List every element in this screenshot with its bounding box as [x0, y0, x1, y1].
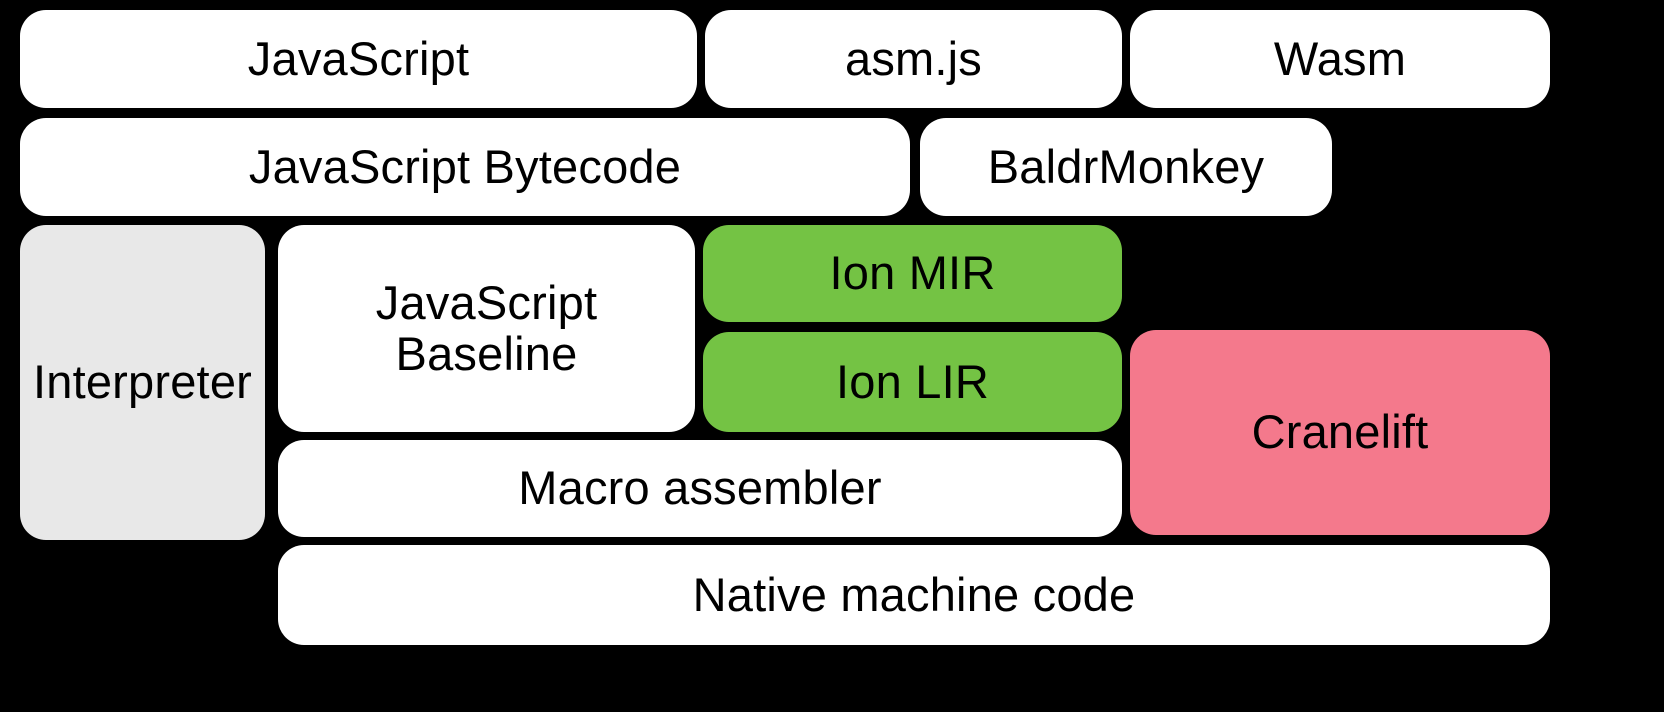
node-native-machine-code: Native machine code [278, 545, 1550, 645]
node-asmjs: asm.js [705, 10, 1122, 108]
node-wasm: Wasm [1130, 10, 1550, 108]
node-baldrmonkey: BaldrMonkey [920, 118, 1332, 216]
node-macro-assembler: Macro assembler [278, 440, 1122, 537]
node-javascript-baseline: JavaScript Baseline [278, 225, 695, 432]
node-javascript: JavaScript [20, 10, 697, 108]
node-interpreter: Interpreter [20, 225, 265, 540]
node-javascript-bytecode: JavaScript Bytecode [20, 118, 910, 216]
node-ion-mir: Ion MIR [703, 225, 1122, 322]
node-ion-lir: Ion LIR [703, 332, 1122, 432]
node-cranelift: Cranelift [1130, 330, 1550, 535]
